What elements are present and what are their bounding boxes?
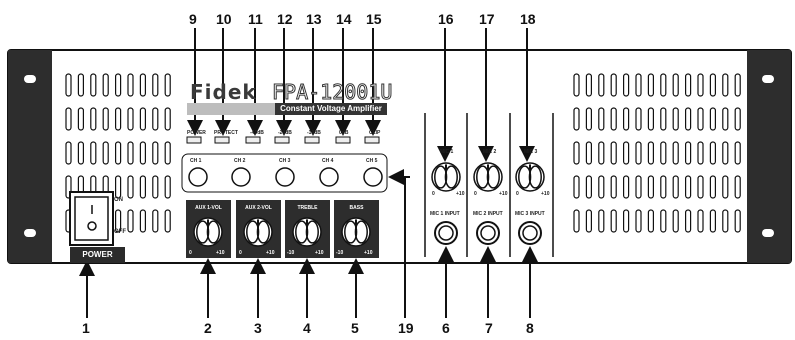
callout-19: 19 xyxy=(398,320,414,336)
ch4-label: CH 4 xyxy=(322,158,334,164)
mic1-max: +10 xyxy=(456,191,465,197)
treble-max: +10 xyxy=(315,250,324,256)
model-number: FPA-12001U xyxy=(271,80,393,105)
aux1-max: +10 xyxy=(216,250,225,256)
mic3-min: 0 xyxy=(516,191,519,197)
treble-label: TREBLE xyxy=(297,205,318,211)
callout-6: 6 xyxy=(442,320,450,336)
channel-button-4[interactable] xyxy=(319,167,339,187)
mic1-input-label: MIC 1 INPUT xyxy=(430,211,460,217)
mic1-min: 0 xyxy=(432,191,435,197)
indicator-led xyxy=(364,136,380,144)
aux2-min: 0 xyxy=(239,250,242,256)
indicator-led xyxy=(245,136,261,144)
callout-16: 16 xyxy=(438,11,454,27)
callout-12: 12 xyxy=(277,11,293,27)
callout-2: 2 xyxy=(204,320,212,336)
indicator-led xyxy=(335,136,351,144)
switch-off-label: OFF xyxy=(114,229,126,235)
bass-max: +10 xyxy=(364,250,373,256)
right-rack-ear xyxy=(747,50,791,263)
mic2-input-label: MIC 2 INPUT xyxy=(473,211,503,217)
callout-1: 1 xyxy=(82,320,90,336)
indicator-label-10db: -10dB xyxy=(307,130,321,136)
left-vent-grille xyxy=(65,73,171,233)
callout-4: 4 xyxy=(303,320,311,336)
indicator-label-protect: PROTECT xyxy=(214,130,238,136)
aux2-vol-knob[interactable] xyxy=(243,217,273,247)
ch2-label: CH 2 xyxy=(234,158,246,164)
ch3-label: CH 3 xyxy=(279,158,291,164)
mic1-input-jack[interactable] xyxy=(434,221,458,245)
power-label: POWER xyxy=(70,247,125,263)
channel-button-1[interactable] xyxy=(188,167,208,187)
bass-knob[interactable] xyxy=(341,217,371,247)
mic3-input-label: MIC 3 INPUT xyxy=(515,211,545,217)
brand-subtitle: Constant Voltage Amplifier xyxy=(275,103,387,115)
mic3-input-jack[interactable] xyxy=(518,221,542,245)
brand-logo: Fidek xyxy=(190,80,257,104)
indicator-label-power: POWER xyxy=(187,130,206,136)
aux2-max: +10 xyxy=(266,250,275,256)
left-rack-ear xyxy=(8,50,52,263)
callout-11: 11 xyxy=(248,11,263,27)
indicator-label-0db: 0dB xyxy=(339,130,349,136)
mic2-label: MIC 2 xyxy=(483,149,497,155)
callout-5: 5 xyxy=(351,320,359,336)
bass-label: BASS xyxy=(349,205,364,211)
indicator-led xyxy=(214,136,230,144)
aux1-vol-knob[interactable] xyxy=(193,217,223,247)
aux1-vol-label: AUX 1-VOL xyxy=(195,205,222,211)
indicator-led xyxy=(274,136,290,144)
treble-knob[interactable] xyxy=(292,217,322,247)
mic1-label: MIC 1 xyxy=(440,149,454,155)
callout-3: 3 xyxy=(254,320,262,336)
mic3-max: +10 xyxy=(541,191,550,197)
right-vent-grille xyxy=(573,73,741,233)
mic3-label: MIC 3 xyxy=(524,149,538,155)
indicator-led xyxy=(186,136,202,144)
callout-17: 17 xyxy=(479,11,495,27)
callout-13: 13 xyxy=(306,11,322,27)
channel-button-2[interactable] xyxy=(231,167,251,187)
ch1-label: CH 1 xyxy=(190,158,202,164)
aux1-min: 0 xyxy=(189,250,192,256)
mic1-knob[interactable] xyxy=(431,162,461,192)
mic2-input-jack[interactable] xyxy=(476,221,500,245)
indicator-led xyxy=(304,136,320,144)
aux2-vol-label: AUX 2-VOL xyxy=(245,205,272,211)
mic2-min: 0 xyxy=(474,191,477,197)
indicator-label-clip: CLIP xyxy=(369,130,381,136)
callout-15: 15 xyxy=(366,11,382,27)
callout-14: 14 xyxy=(336,11,352,27)
indicator-label-40db: -40dB xyxy=(250,130,264,136)
power-switch-rocker xyxy=(74,196,109,241)
mic2-max: +10 xyxy=(499,191,508,197)
callout-9: 9 xyxy=(189,11,197,27)
mic2-knob[interactable] xyxy=(473,162,503,192)
callout-10: 10 xyxy=(216,11,232,27)
bass-min: -10 xyxy=(336,250,344,256)
switch-on-label: ON xyxy=(114,197,123,203)
channel-button-3[interactable] xyxy=(275,167,295,187)
callout-8: 8 xyxy=(526,320,534,336)
treble-min: -10 xyxy=(287,250,295,256)
channel-button-5[interactable] xyxy=(363,167,383,187)
mic3-knob[interactable] xyxy=(515,162,545,192)
callout-18: 18 xyxy=(520,11,536,27)
callout-7: 7 xyxy=(485,320,493,336)
ch5-label: CH 5 xyxy=(366,158,378,164)
indicator-label-20db: -20dB xyxy=(278,130,292,136)
